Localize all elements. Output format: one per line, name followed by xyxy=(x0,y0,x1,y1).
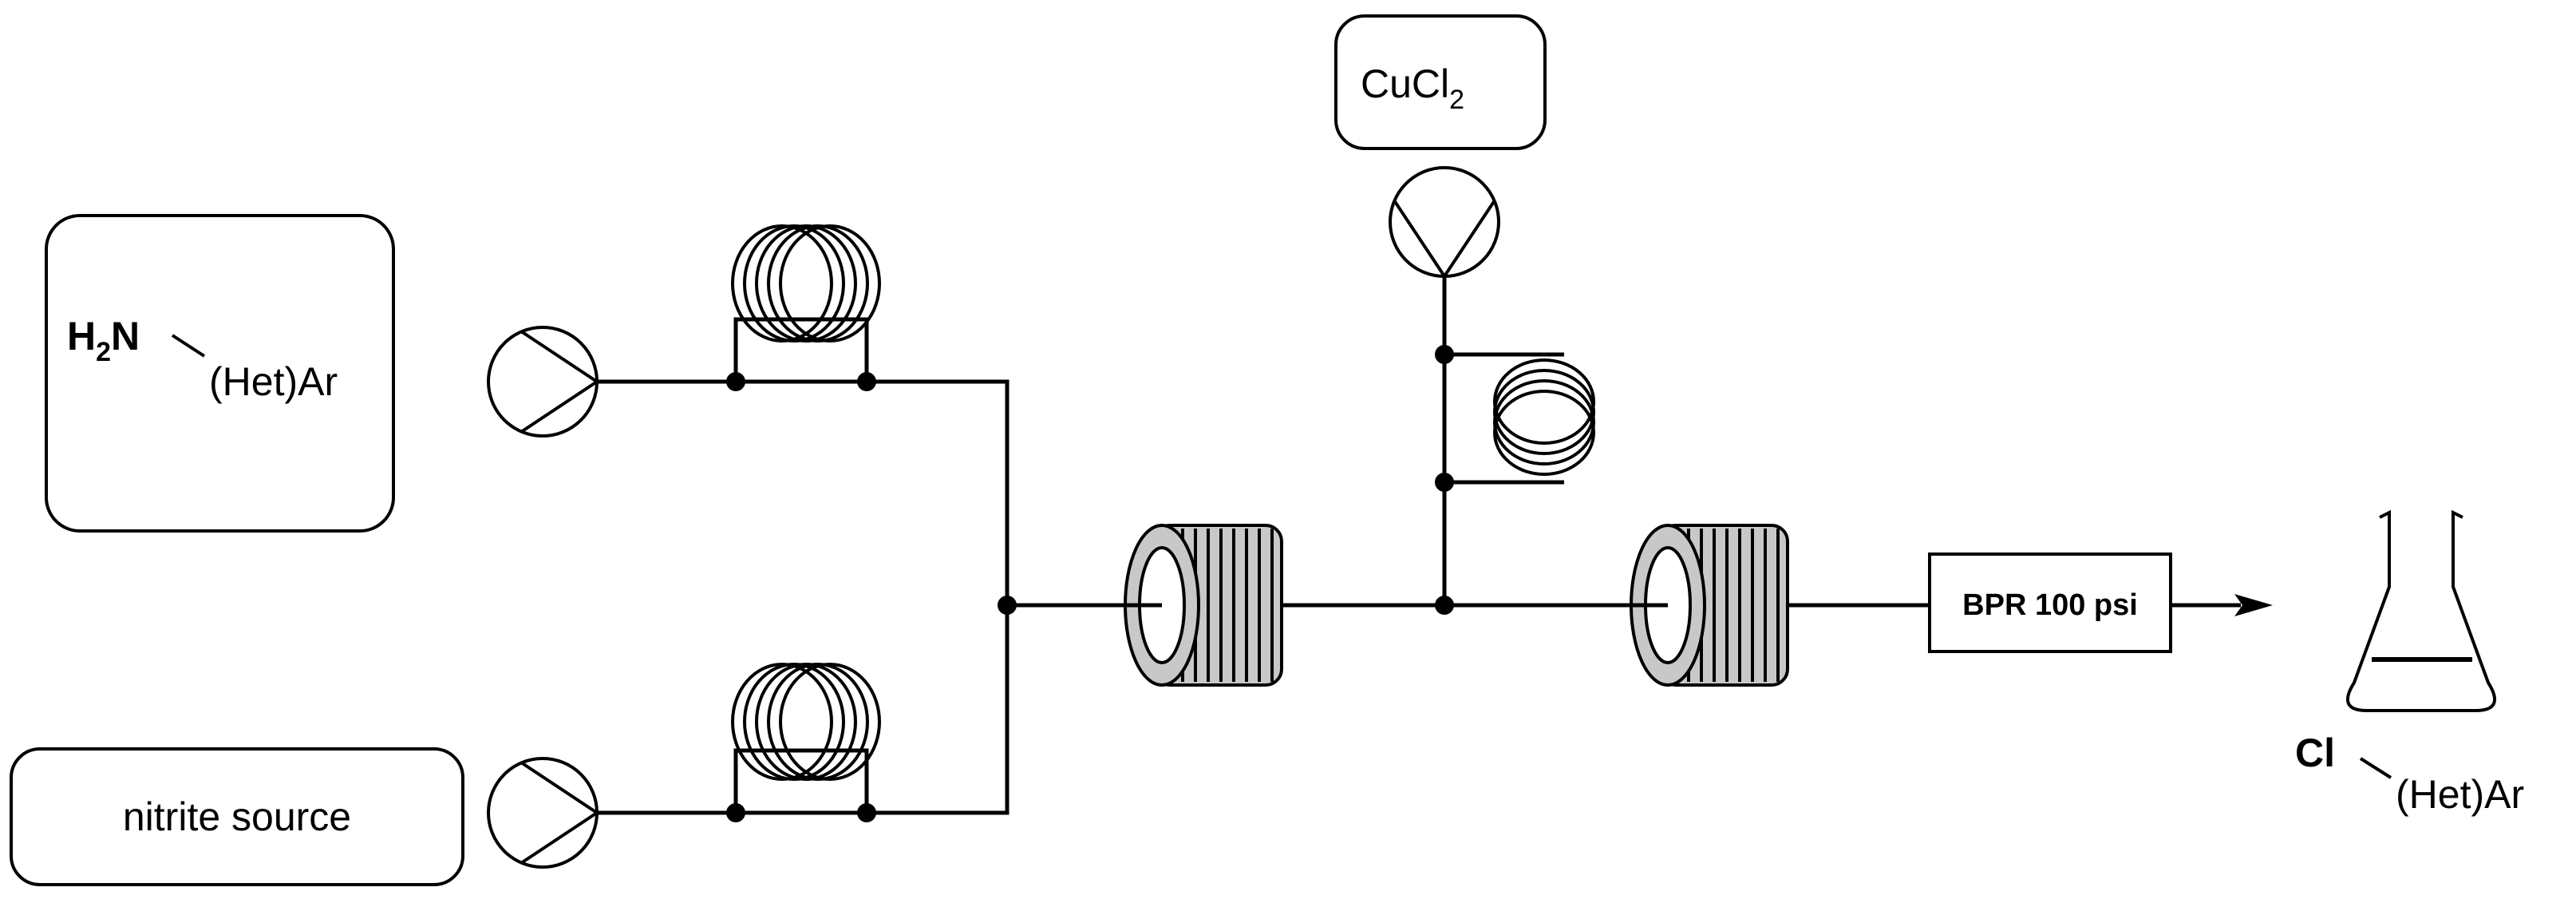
pump-amine xyxy=(487,326,600,438)
bpr-label: BPR 100 psi xyxy=(1962,588,2138,622)
mixing-loop-bottom xyxy=(731,663,881,781)
copper-subscript: 2 xyxy=(1449,85,1464,115)
svg-text:CuCl2: CuCl2 xyxy=(1361,61,1464,115)
mixing-loop-top xyxy=(731,224,881,343)
mixing-loop-copper xyxy=(1493,358,1595,476)
nitrite-reagent-box: nitrite source xyxy=(10,747,464,886)
line-top-stream xyxy=(597,379,1009,605)
amine-reagent-box: H2N (Het)Ar xyxy=(45,214,395,533)
line-loop-vertical xyxy=(1444,352,1564,485)
line-bottom-stream xyxy=(597,605,1009,815)
collection-flask xyxy=(2346,509,2496,712)
line-loop-bottom xyxy=(733,748,869,813)
pump-copper xyxy=(1389,166,1500,279)
product-label: Cl (Het)Ar xyxy=(2295,731,2524,817)
svg-text:H2N: H2N xyxy=(67,314,140,367)
nitrite-label: nitrite source xyxy=(123,794,351,839)
product-aryl-group: (Het)Ar xyxy=(2396,772,2524,817)
output-arrow xyxy=(2171,594,2273,616)
pump-nitrite xyxy=(487,757,600,869)
coil-reactor-1 xyxy=(1124,524,1283,687)
line-loop-top xyxy=(733,317,869,382)
bpr-box: BPR 100 psi xyxy=(1928,552,2172,653)
amine-h-subscript: 2 xyxy=(96,337,111,367)
product-cl: Cl xyxy=(2295,731,2335,775)
copper-reagent-box: CuCl2 xyxy=(1334,14,1547,150)
junction-dots xyxy=(726,345,1454,822)
amine-n: N xyxy=(111,314,140,358)
copper-formula: CuCl xyxy=(1361,61,1449,106)
amine-h: H xyxy=(67,314,96,358)
amine-aryl-group: (Het)Ar xyxy=(209,359,338,404)
